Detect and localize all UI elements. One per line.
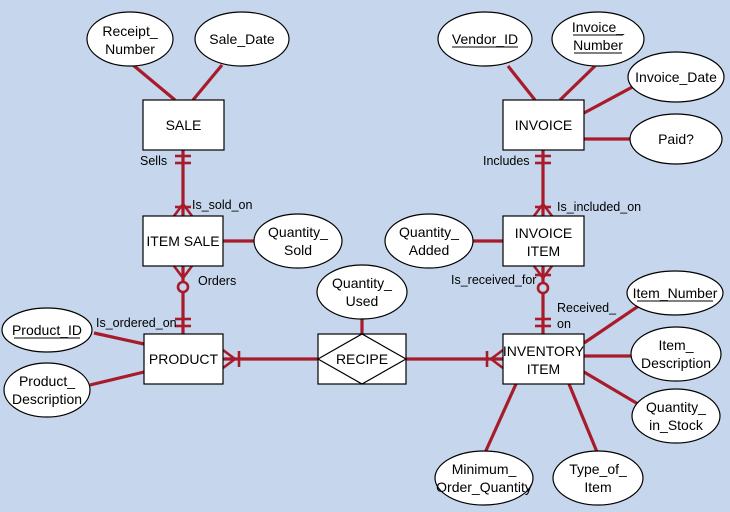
cardinality-many-mandatory-itemsale-top (172, 203, 194, 217)
attribute-invoice-number[interactable]: Invoice_ Number (551, 11, 645, 67)
cardinality-many-optional-itemsale-bottom (172, 265, 194, 294)
entity-sale-label: SALE (166, 117, 202, 133)
entity-invoice-item-label-line1: INVOICE (515, 225, 573, 241)
attribute-quantity-added[interactable]: Quantity_ Added (384, 213, 474, 269)
entity-sale[interactable]: SALE (142, 99, 225, 151)
attribute-item-number[interactable]: Item_Number (626, 270, 724, 316)
cardinality-one-mandatory-sale (175, 154, 191, 165)
relationship-label-includes: Includes (483, 154, 530, 168)
connector-quantity-in-stock (583, 370, 639, 406)
connector-vendor-id (506, 65, 537, 101)
connector-sale-date (191, 63, 224, 102)
relationship-label-is-included-on: Is_included_on (557, 200, 641, 214)
relationship-label-is-sold-on: Is_sold_on (192, 198, 253, 212)
attribute-quantity-in-stock[interactable]: Quantity_ in_Stock (631, 388, 721, 444)
associative-entity-recipe-label: RECIPE (336, 351, 388, 367)
cardinality-many-mandatory-invoiceitem-top (532, 203, 554, 217)
cardinality-inventoryitem-top (535, 281, 551, 328)
attribute-invoice-number-line1: Invoice_ (572, 19, 624, 35)
entity-invoice-item[interactable]: INVOICE ITEM (502, 215, 585, 267)
attribute-receipt-number[interactable]: Receipt_ Number (86, 11, 174, 67)
attribute-receipt-number-line2: Number (105, 41, 155, 57)
attribute-item-number-label: Item_Number (633, 285, 718, 301)
connector-invoice-number (558, 64, 597, 102)
connector-product-description (89, 370, 145, 387)
connector-item-number (583, 303, 641, 345)
relationship-label-sells: Sells (140, 154, 167, 168)
attribute-quantity-used-line1: Quantity_ (332, 275, 392, 291)
attribute-vendor-id[interactable]: Vendor_ID (437, 11, 533, 67)
relationship-label-is-received-for: Is_received_for (451, 273, 536, 287)
entity-invoice-label: INVOICE (515, 117, 573, 133)
connector-product-id (93, 331, 145, 346)
entity-item-sale[interactable]: ITEM SALE (142, 215, 224, 267)
attribute-quantity-in-stock-line1: Quantity_ (646, 399, 706, 415)
cardinality-many-mandatory-product-right (222, 348, 241, 370)
attribute-type-of-item-line1: Type_of_ (569, 461, 627, 477)
cardinality-one-mandatory-invoice (535, 154, 551, 165)
entity-product-label: PRODUCT (149, 351, 219, 367)
connector-type-of-item (567, 383, 599, 453)
entity-invoice[interactable]: INVOICE (502, 99, 585, 151)
attribute-minimum-order-quantity[interactable]: Minimum_ Order_Quantity (434, 450, 534, 506)
entity-inventory-item-label-line1: INVENTORY (503, 343, 585, 359)
attribute-product-id-label: Product_ID (12, 322, 82, 338)
connector-invoice-date (583, 83, 637, 115)
attribute-quantity-in-stock-line2: in_Stock (649, 417, 704, 433)
attribute-item-description-line2: Description (641, 355, 711, 371)
attribute-sale-date-label: Sale_Date (209, 31, 275, 47)
cardinality-one-mandatory-product (175, 317, 191, 328)
associative-entity-recipe[interactable]: RECIPE (316, 333, 408, 385)
attribute-product-description-line2: Description (12, 391, 82, 407)
relationship-label-is-ordered-on: Is_ordered_on (96, 316, 177, 330)
entity-inventory-item[interactable]: INVENTORY ITEM (502, 333, 585, 385)
cardinality-many-mandatory-invoiceitem-bottom (532, 265, 554, 279)
attribute-quantity-sold-line1: Quantity_ (268, 224, 328, 240)
attribute-receipt-number-line1: Receipt_ (102, 23, 157, 39)
connector-minimum-order-quantity (482, 383, 518, 456)
entity-inventory-item-label-line2: ITEM (527, 361, 560, 377)
cardinality-many-mandatory-inventory-left (485, 348, 504, 370)
attribute-product-description-line1: Product_ (19, 373, 75, 389)
attribute-vendor-id-label: Vendor_ID (452, 31, 518, 47)
relationship-label-received-on-line2: on (557, 317, 571, 331)
attribute-invoice-date[interactable]: Invoice_Date (627, 51, 725, 103)
relationship-label-orders: Orders (198, 274, 236, 288)
attribute-minimum-order-quantity-line2: Order_Quantity (436, 479, 532, 495)
attribute-minimum-order-quantity-line1: Minimum_ (452, 461, 517, 477)
attribute-quantity-added-line1: Quantity_ (399, 224, 459, 240)
attribute-quantity-sold-line2: Sold (284, 242, 312, 258)
attribute-paid-label: Paid? (658, 131, 694, 147)
attribute-product-description[interactable]: Product_ Description (3, 362, 91, 418)
attribute-quantity-used-line2: Used (346, 293, 379, 309)
attribute-sale-date[interactable]: Sale_Date (194, 11, 290, 67)
relationship-label-received-on-line1: Received_ (557, 301, 617, 315)
attribute-invoice-date-label: Invoice_Date (635, 69, 717, 85)
attribute-type-of-item[interactable]: Type_of_ Item (552, 450, 644, 506)
attribute-type-of-item-line2: Item (584, 479, 611, 495)
attribute-product-id[interactable]: Product_ID (1, 307, 93, 353)
attribute-quantity-sold[interactable]: Quantity_ Sold (253, 213, 343, 269)
entity-product[interactable]: PRODUCT (143, 333, 224, 385)
attribute-item-description[interactable]: Item_ Description (630, 326, 722, 382)
connector-receipt-number (131, 63, 177, 102)
attribute-invoice-number-line2: Number (573, 37, 623, 53)
attribute-paid[interactable]: Paid? (629, 113, 723, 165)
attribute-quantity-added-line2: Added (409, 242, 449, 258)
entity-invoice-item-label-line2: ITEM (527, 243, 560, 259)
attribute-quantity-used[interactable]: Quantity_ Used (316, 264, 408, 320)
entity-item-sale-label: ITEM SALE (146, 233, 219, 249)
attribute-item-description-line1: Item_ (658, 337, 693, 353)
